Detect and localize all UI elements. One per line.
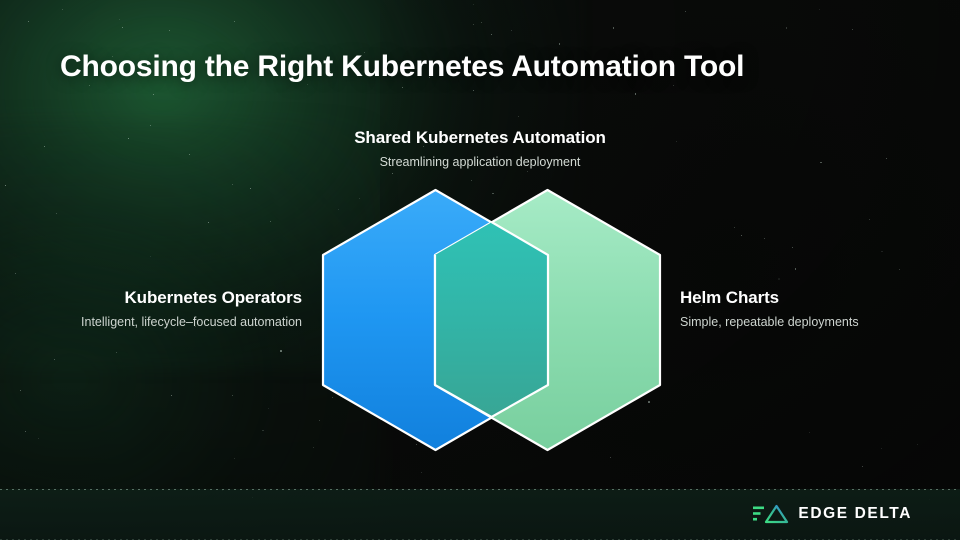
- page-title: Choosing the Right Kubernetes Automation…: [60, 50, 745, 83]
- edge-delta-logo-mark: [753, 504, 789, 524]
- label-right-title: Helm Charts: [680, 288, 780, 307]
- label-shared-intersection: Shared Kubernetes Automation Streamlinin…: [0, 128, 960, 171]
- label-shared-subtitle: Streamlining application deployment: [379, 155, 581, 169]
- brand-logo: EDGE DELTA: [753, 503, 912, 525]
- footer-band: [0, 489, 960, 540]
- brand-name: EDGE DELTA: [798, 505, 912, 522]
- label-left-subtitle: Intelligent, lifecycle–focused automatio…: [81, 315, 302, 329]
- label-shared-title: Shared Kubernetes Automation: [354, 128, 606, 147]
- label-right-helm: Helm Charts Simple, repeatable deploymen…: [680, 288, 930, 331]
- hexagon-intersection-outline: [433, 221, 550, 419]
- label-left-operators: Kubernetes Operators Intelligent, lifecy…: [40, 288, 302, 331]
- label-right-subtitle: Simple, repeatable deployments: [680, 315, 859, 329]
- label-left-title: Kubernetes Operators: [124, 288, 303, 307]
- footer-divider-top: [0, 489, 960, 490]
